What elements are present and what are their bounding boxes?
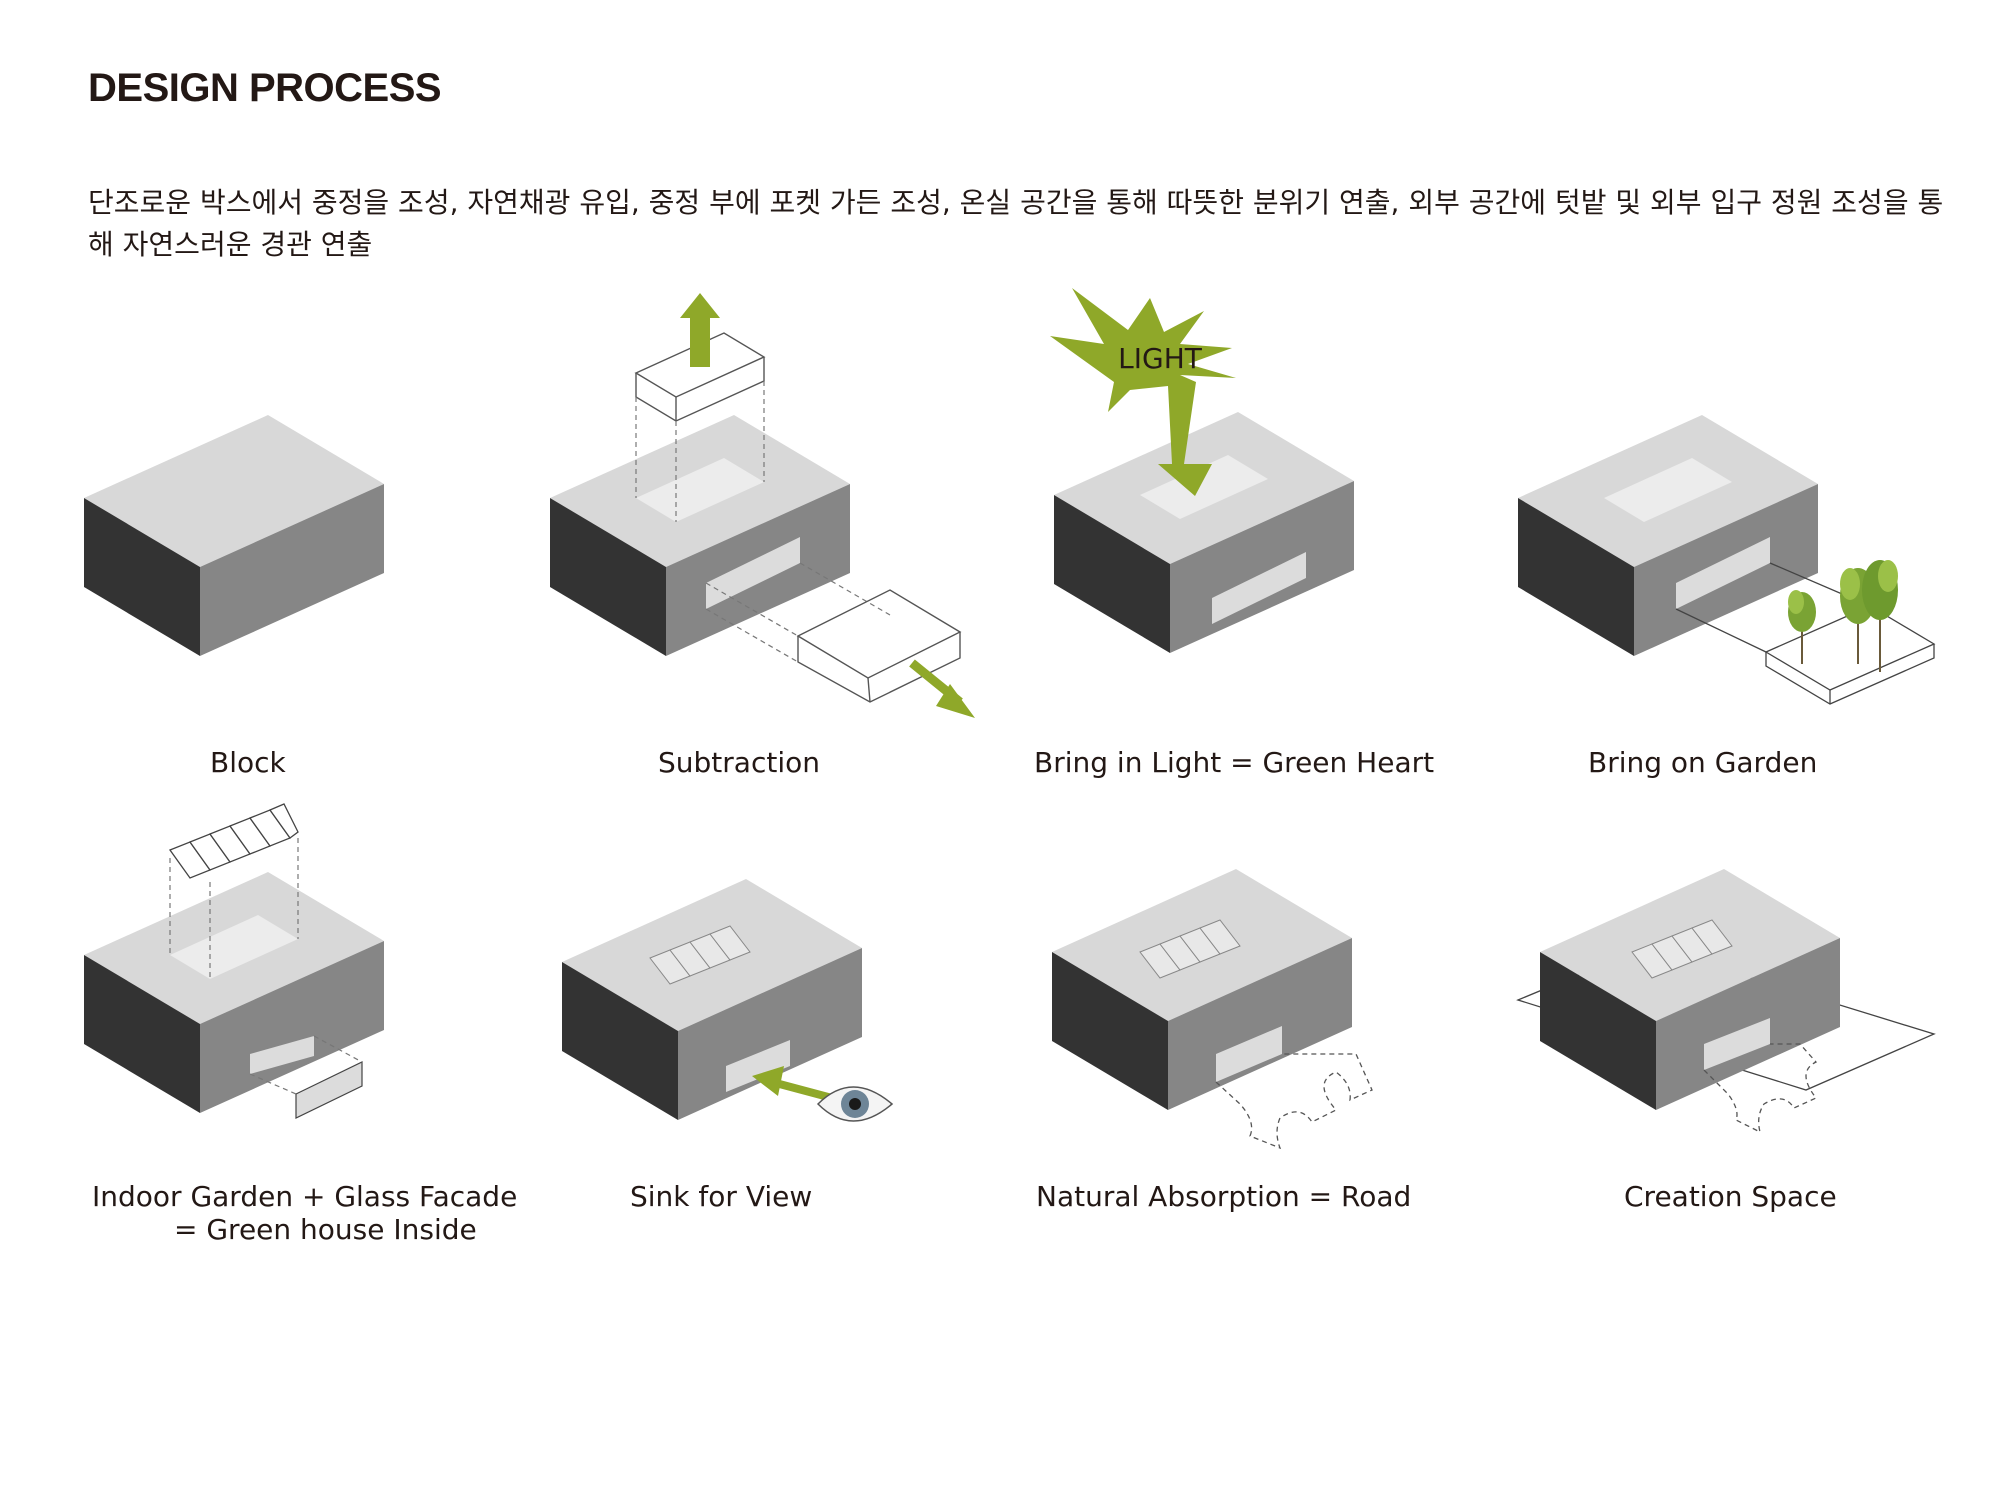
sink-for-view-diagram — [562, 879, 894, 1122]
light-label: LIGHT — [1118, 342, 1203, 375]
page-description: 단조로운 박스에서 중정을 조성, 자연채광 유입, 중정 부에 포켓 가든 조… — [88, 186, 1944, 261]
light-burst-icon — [1050, 288, 1236, 496]
bring-on-garden-diagram — [1518, 415, 1936, 705]
block-diagram — [84, 415, 384, 656]
caption-indoor-garden-line2: = Green house Inside — [174, 1213, 477, 1246]
caption-natural-absorption: Natural Absorption = Road — [1036, 1180, 1412, 1213]
creation-space-diagram — [1516, 869, 1936, 1134]
caption-creation-space: Creation Space — [1624, 1180, 1837, 1213]
bring-in-light-diagram: LIGHT — [1050, 288, 1354, 653]
caption-subtraction: Subtraction — [658, 746, 820, 779]
caption-sink-for-view: Sink for View — [630, 1180, 813, 1213]
caption-indoor-garden-line1: Indoor Garden + Glass Facade — [92, 1180, 518, 1213]
page-title: DESIGN PROCESS — [88, 66, 442, 110]
caption-block: Block — [210, 746, 286, 779]
caption-bring-in-light: Bring in Light = Green Heart — [1034, 746, 1435, 779]
eye-icon — [816, 1086, 894, 1122]
caption-bring-on-garden: Bring on Garden — [1588, 746, 1818, 779]
indoor-garden-diagram — [84, 803, 384, 1119]
caption-indoor-garden: Indoor Garden + Glass Facade = Green hou… — [92, 1180, 517, 1246]
subtraction-diagram — [550, 293, 975, 718]
natural-absorption-diagram — [1052, 869, 1373, 1150]
tree-icon — [1788, 560, 1898, 672]
